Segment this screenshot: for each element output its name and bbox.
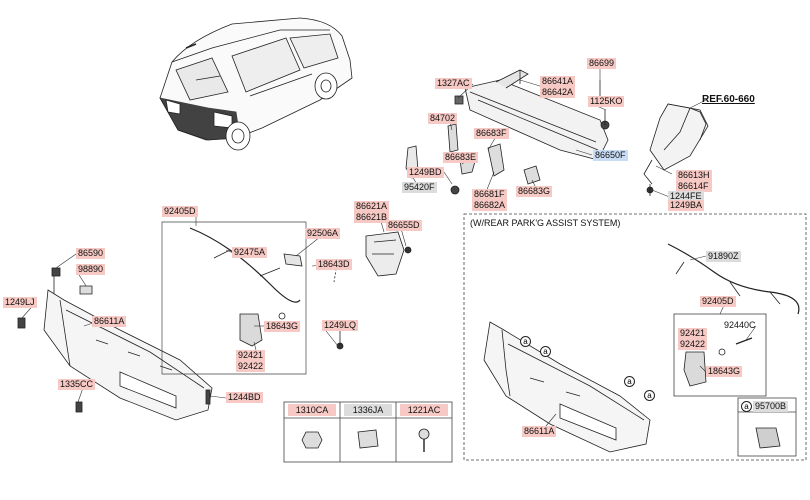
sensor-wiring-box [161,221,344,375]
part-label-91890Z[interactable]: 91890Z [706,251,741,262]
part-label-98890[interactable]: 98890 [76,264,106,275]
part-label-86655D[interactable]: 86655D [386,220,422,231]
part-label-18643D[interactable]: 18643D [316,259,352,270]
reference-label[interactable]: REF.60-660 [702,94,755,105]
part-label-1249LJ[interactable]: 1249LJ [3,297,37,308]
assist-system-title: (W/REAR PARK'G ASSIST SYSTEM) [470,218,621,228]
part-label-1125KO[interactable]: 1125KO [588,96,625,107]
fastener-1221AC[interactable]: 1221AC [400,404,448,416]
fastener-1336JA[interactable]: 1336JA [344,404,392,416]
part-label-95420F[interactable]: 95420F [402,182,437,193]
part-label-18643G-right[interactable]: 18643G [706,366,743,377]
part-label-86681F[interactable]: 86681F 86682A [472,189,508,211]
vehicle-illustration [159,17,353,151]
part-label-1244BD[interactable]: 1244BD [226,392,263,403]
bumper-beam [454,69,610,161]
side-cover [643,103,709,196]
part-label-1249BA[interactable]: 1249BA [668,200,705,211]
callout-marker: a [520,336,531,347]
part-label-1249LQ[interactable]: 1249LQ [322,320,359,331]
part-label-95700B[interactable]: 95700B [753,401,789,412]
part-label-1335CC[interactable]: 1335CC [58,379,96,390]
part-label-86611A-right[interactable]: 86611A [522,426,557,437]
part-label-86683G[interactable]: 86683G [516,186,553,197]
part-label-86613H[interactable]: 86613H 86614F [676,170,712,192]
part-label-92506A[interactable]: 92506A [305,228,341,239]
part-label-86611A-left[interactable]: 86611A [92,316,127,327]
callout-marker: a [624,376,635,387]
part-label-86590[interactable]: 86590 [76,248,106,259]
callout-marker: a [741,401,752,412]
part-label-1327AC[interactable]: 1327AC [435,78,472,89]
part-label-92440C[interactable]: 92440C [724,320,756,330]
callout-marker: a [540,346,551,357]
part-label-92421-right[interactable]: 92421 92422 [678,328,708,350]
part-label-86683F[interactable]: 86683F [474,128,509,139]
fastener-1310CA[interactable]: 1310CA [288,404,336,416]
part-label-92421-left[interactable]: 92421 92422 [236,350,266,372]
part-label-86683E[interactable]: 86683E [443,152,479,163]
part-label-1249BD[interactable]: 1249BD [407,167,444,178]
part-label-18643G-left[interactable]: 18643G [264,321,301,332]
part-label-92405D-right[interactable]: 92405D [700,296,736,307]
part-label-86641A[interactable]: 86641A 86642A [540,76,576,98]
part-label-84702[interactable]: 84702 [428,113,458,124]
part-label-92405D-left[interactable]: 92405D [162,206,198,217]
callout-marker: a [644,390,655,401]
bumper-cover-left [17,267,213,421]
part-label-86621A[interactable]: 86621A 86621B [354,201,390,223]
part-label-86699[interactable]: 86699 [587,58,617,69]
bumper-cover-right [483,321,651,453]
part-label-1244FE[interactable]: 1244FE [668,191,704,202]
part-label-92475A[interactable]: 92475A [232,247,268,258]
part-label-86650F[interactable]: 86650F [593,150,628,161]
